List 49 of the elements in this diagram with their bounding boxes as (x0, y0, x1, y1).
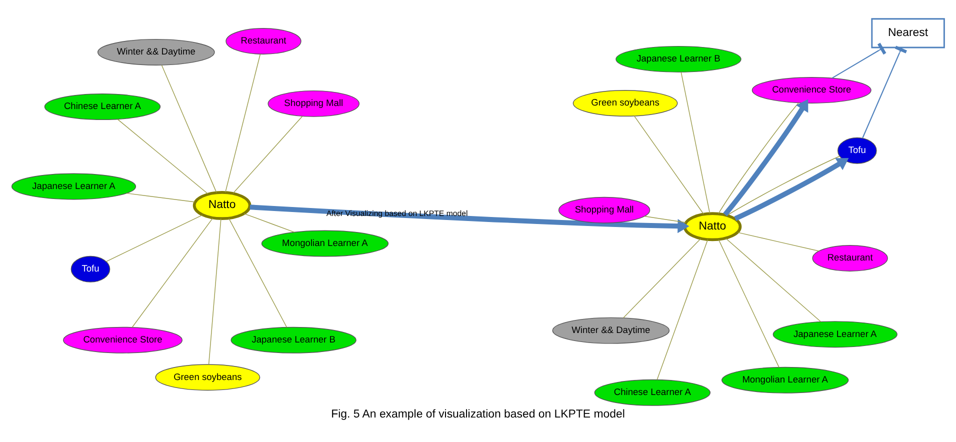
node-ellipse: Convenience Store (752, 76, 872, 103)
caption: Fig. 5 An example of visualization based on LKPTE model (331, 408, 625, 420)
connector (117, 118, 208, 194)
connector (832, 42, 886, 78)
connector (656, 238, 708, 380)
connector (726, 155, 840, 216)
connector (644, 215, 686, 222)
node-ellipse: Winter && Daytime (552, 316, 670, 344)
connector (106, 214, 203, 262)
arrow (734, 158, 849, 220)
node-ellipse: Natto (683, 212, 742, 241)
connector (737, 232, 820, 251)
node-ellipse: Chinese Learner A (44, 93, 161, 120)
node-ellipse: Restaurant (226, 28, 302, 54)
connector (634, 115, 704, 214)
connector (161, 64, 217, 192)
connector (225, 53, 261, 192)
connector (208, 218, 222, 364)
node-ellipse: Mongolian Learner A (722, 366, 849, 393)
node-ellipse: Green soybeans (155, 364, 260, 390)
connector (718, 238, 780, 368)
node-box: Nearest (871, 18, 945, 48)
node-ellipse: Mongolian Learner A (261, 230, 389, 256)
node-ellipse: Natto (192, 190, 252, 220)
node-ellipse: Shopping Mall (558, 196, 650, 223)
connector (126, 192, 196, 202)
connector (862, 45, 907, 138)
arrow (723, 98, 808, 216)
connector (232, 115, 303, 194)
arrow (250, 204, 690, 233)
connector (725, 238, 822, 322)
node-ellipse: Green soybeans (572, 90, 678, 116)
node-ellipse: Japanese Learner A (772, 320, 898, 348)
connector (680, 71, 710, 214)
node-ellipse: Japanese Learner A (11, 172, 136, 200)
node-ellipse: Convenience Store (63, 326, 183, 353)
connector (228, 218, 288, 328)
node-ellipse: Restaurant (812, 244, 888, 271)
node-ellipse: Tofu (70, 255, 110, 282)
node-ellipse: Winter && Daytime (97, 38, 215, 65)
node-ellipse: Japanese Learner B (230, 326, 356, 353)
connector (622, 238, 701, 318)
node-ellipse: Chinese Learner A (594, 378, 711, 406)
node-ellipse: Japanese Learner B (616, 45, 742, 72)
node-ellipse: Shopping Mall (268, 90, 360, 116)
connector (132, 217, 214, 328)
connector (718, 102, 799, 214)
connector (244, 212, 295, 232)
node-ellipse: Tofu (837, 136, 877, 164)
